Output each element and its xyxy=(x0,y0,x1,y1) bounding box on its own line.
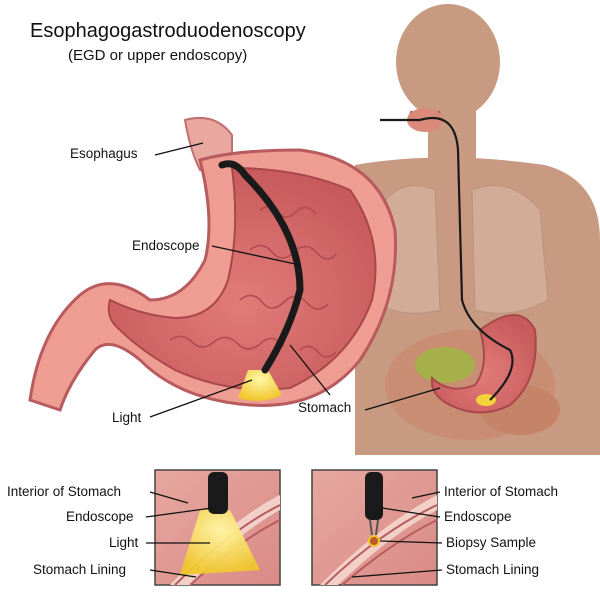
inset-right-label-endoscope: Endoscope xyxy=(444,509,512,524)
inset-right-label-lining: Stomach Lining xyxy=(446,562,540,577)
label-esophagus: Esophagus xyxy=(70,146,138,161)
inset-left-label-light: Light xyxy=(109,535,139,550)
leader-lines xyxy=(145,142,443,578)
inset-left-frame xyxy=(154,469,281,586)
body-endoscope xyxy=(380,116,514,401)
diagram-subtitle: (EGD or upper endoscopy) xyxy=(68,47,248,64)
label-light: Light xyxy=(112,410,142,425)
inset-left-label-endoscope: Endoscope xyxy=(66,509,134,524)
inset-right-frame xyxy=(311,469,438,586)
body-stomach xyxy=(430,314,537,414)
label-stomach: Stomach xyxy=(298,400,352,415)
inset-left-label-interior: Interior of Stomach xyxy=(7,484,122,499)
diagram-title: Esophagogastroduodenoscopy xyxy=(30,20,306,42)
label-endoscope: Endoscope xyxy=(132,238,200,253)
inset-right-label-interior: Interior of Stomach xyxy=(444,484,559,499)
inset-right-label-biopsy: Biopsy Sample xyxy=(446,535,537,550)
inset-left-label-lining: Stomach Lining xyxy=(33,562,127,577)
large-stomach xyxy=(28,116,398,412)
